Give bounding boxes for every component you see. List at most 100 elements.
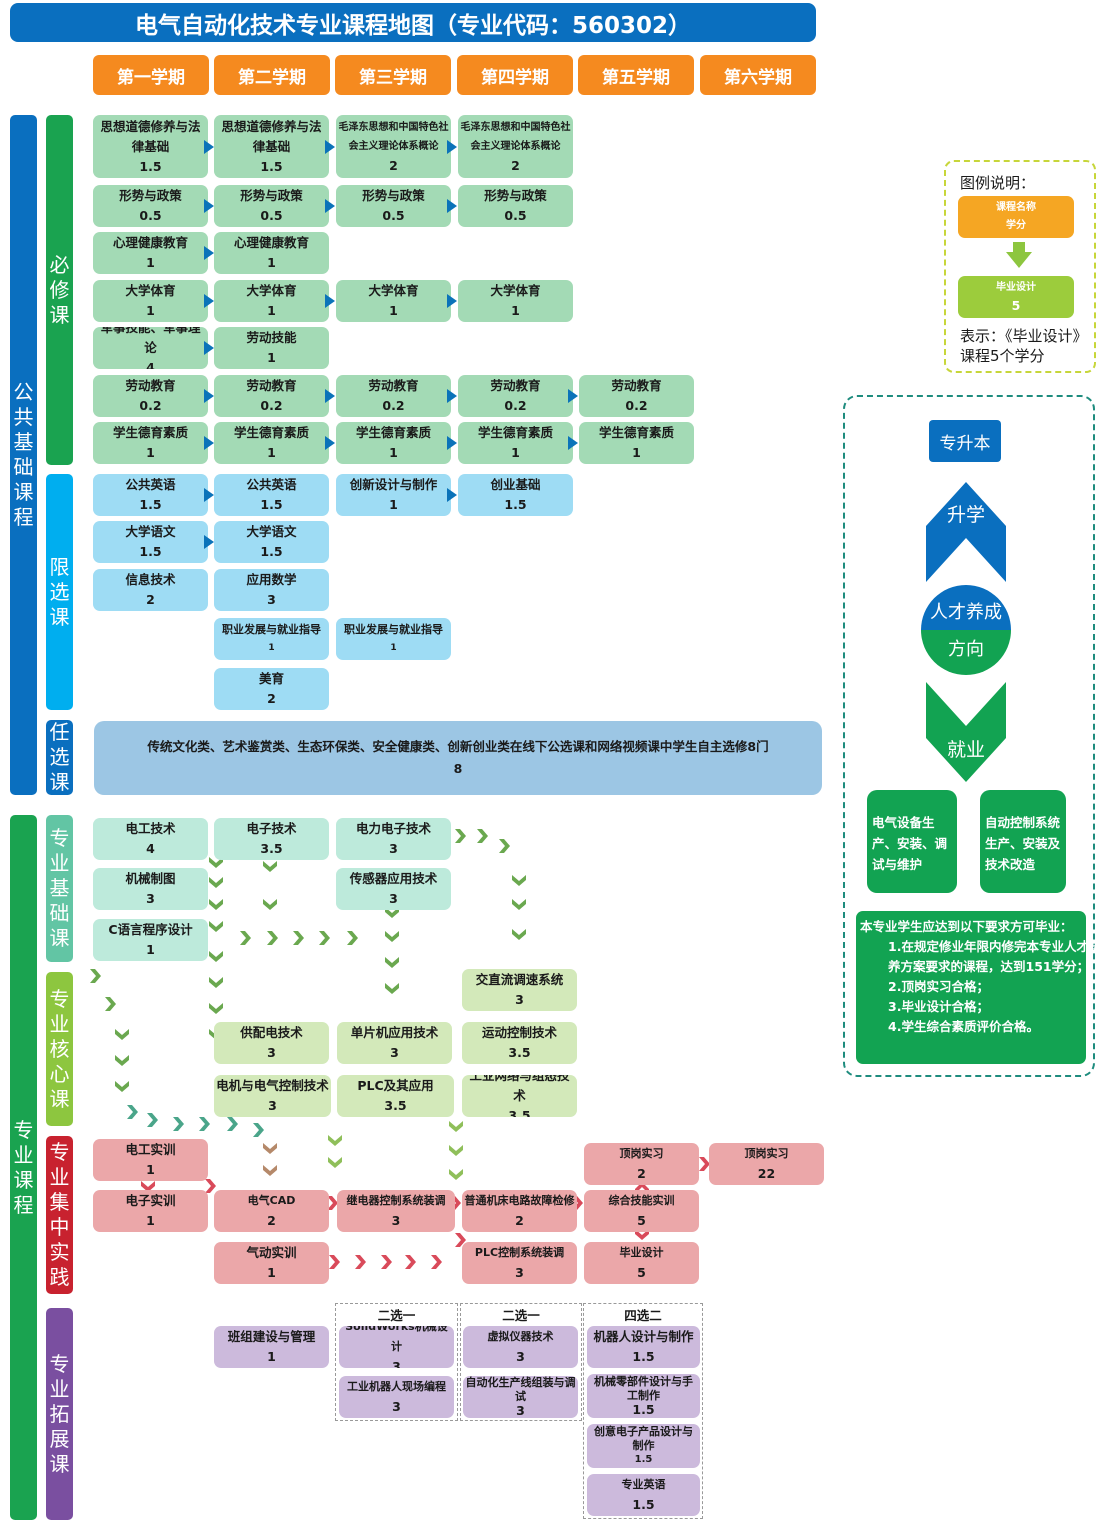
next-semester-arrow — [204, 436, 214, 450]
course-name: 形势与政策 — [362, 188, 425, 203]
course-name: C语言程序设计 — [108, 922, 193, 937]
course-credit: 2 — [511, 158, 520, 173]
requirement-line: 1.在规定修业年限内修完本专业人才培 — [888, 939, 1102, 954]
course-name: 学生德育素质 — [598, 425, 674, 440]
job-direction-2: 自动控制系统生产、安装及技术改造 — [980, 790, 1066, 893]
course-credit: 5 — [1011, 298, 1021, 313]
next-semester-arrow — [447, 488, 457, 502]
course-credit: 0.5 — [139, 208, 162, 223]
talent-label: 人才养成 — [930, 602, 1002, 623]
course-name: 综合技能实训 — [608, 1194, 675, 1207]
course-name: 劳动教育 — [368, 378, 419, 393]
choose-group-header: 二选一 — [377, 1308, 416, 1323]
study-label: 升学 — [946, 504, 985, 526]
course-credit: 1.5 — [260, 544, 283, 559]
course-name: 劳动教育 — [246, 378, 297, 393]
course-credit: 3.5 — [384, 1098, 407, 1113]
legend-description: 表示：《毕业设计》课程5个学分 — [960, 327, 1088, 365]
course-credit: 3 — [389, 891, 398, 906]
course-name: 电子技术 — [246, 821, 297, 836]
course-name: 学生德育素质 — [477, 425, 553, 440]
course-name: 电子实训 — [125, 1193, 176, 1208]
course-credit: 3 — [392, 1359, 401, 1368]
course-name: 职业发展与就业指导 — [344, 623, 443, 636]
course-credit: 0.2 — [504, 398, 527, 413]
course-credit: 3 — [516, 1349, 525, 1364]
course-card: 传感器应用技术 3 — [336, 868, 451, 910]
course-credit: 1 — [267, 350, 276, 365]
course-credit: 0.2 — [139, 398, 162, 413]
course-credit: 0.5 — [260, 208, 283, 223]
course-name: 电气CAD — [247, 1194, 296, 1207]
next-semester-arrow — [447, 436, 457, 450]
course-name: 思想道德修养与法律基础 — [221, 118, 322, 154]
course-name: 创新设计与制作 — [349, 477, 438, 492]
course-name: 毛泽东思想和中国特色社会主义理论体系概论 — [460, 122, 571, 152]
course-credit: 1.5 — [139, 497, 162, 512]
course-name: 传感器应用技术 — [349, 871, 438, 886]
course-name: PLC控制系统装调 — [474, 1246, 565, 1259]
course-credit: 1 — [146, 1162, 155, 1177]
course-name: 公共英语 — [125, 477, 176, 492]
course-credit: 1.5 — [632, 1497, 655, 1512]
course-credit: 3 — [267, 592, 276, 607]
course-credit: 1 — [389, 445, 398, 460]
semester-1-header: 第一学期 — [93, 55, 209, 95]
course-credit: 22 — [757, 1166, 776, 1181]
career-panel — [843, 395, 1095, 1077]
course-name: 劳动技能 — [246, 330, 297, 345]
requirement-line: 3.毕业设计合格； — [888, 999, 989, 1014]
course-name: 劳动教育 — [490, 378, 541, 393]
semester-2-header: 第二学期 — [214, 55, 330, 95]
course-name: 信息技术 — [125, 572, 176, 587]
course-name: 创意电子产品设计与制作 — [594, 1425, 693, 1452]
course-name: 美育 — [258, 671, 284, 686]
course-name: 电机与电气控制技术 — [216, 1078, 329, 1093]
course-name: 形势与政策 — [240, 188, 303, 203]
course-credit: 1 — [390, 643, 397, 653]
category-expansion: 专业拓展课 — [46, 1308, 73, 1520]
course-name: 课程名称 — [996, 202, 1036, 213]
course-credit: 3.5 — [508, 1108, 531, 1117]
employment-arrow-icon — [926, 682, 1006, 782]
course-name: 顶岗实习 — [744, 1147, 789, 1160]
study-arrow-icon — [926, 482, 1006, 582]
course-credit: 4 — [146, 360, 155, 369]
course-credit: 2 — [515, 1213, 524, 1228]
further-study-box: 专升本 — [929, 420, 1001, 462]
course-name: 职业发展与就业指导 — [222, 623, 321, 636]
course-card: 劳动技能 1 — [214, 327, 329, 369]
course-name: 单片机应用技术 — [350, 1025, 439, 1040]
next-semester-arrow — [568, 436, 578, 450]
course-name: 供配电技术 — [240, 1025, 303, 1040]
course-credit: 1 — [146, 445, 155, 460]
course-credit: 2 — [267, 1213, 276, 1228]
next-semester-arrow — [204, 140, 214, 154]
core-to-practice-arrows — [328, 1121, 463, 1180]
graduation-requirements: 本专业学生应达到以下要求方可毕业： 1.在规定修业年限内修完本专业人才培 养方案… — [856, 911, 1102, 1064]
category-major-core: 专业核心课 — [46, 972, 73, 1126]
